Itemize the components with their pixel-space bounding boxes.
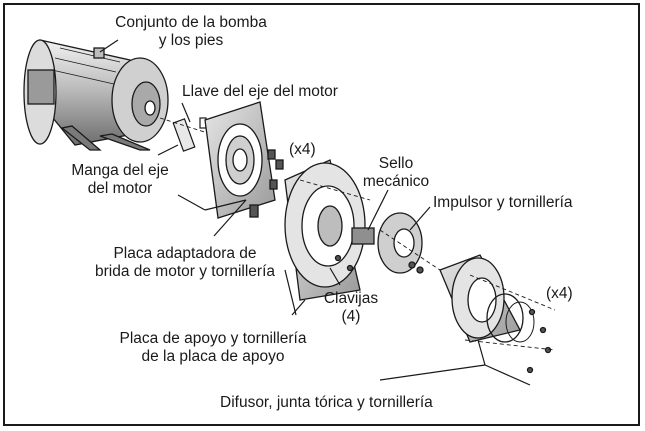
label-dowels-line2: (4)	[341, 308, 361, 325]
label-shaft-sleeve-line1: Manga del eje	[71, 162, 169, 179]
shaft-key-and-sleeve	[159, 117, 231, 152]
label-diffuser: Difusor, junta tórica y tornillería	[220, 394, 433, 411]
diffuser-illustration	[439, 254, 556, 374]
label-pump-feet-line1: Conjunto de la bomba	[115, 14, 267, 31]
label-dowels: Clavijas (4)	[316, 290, 386, 326]
label-backplate-line1: Placa de apoyo y tornillería	[119, 330, 307, 347]
label-dowels-line1: Clavijas	[323, 290, 379, 307]
label-pump-feet-line2: y los pies	[158, 32, 224, 49]
label-qty-top: (x4)	[289, 141, 316, 158]
label-mech-seal-line1: Sello	[378, 155, 414, 172]
label-qty-right: (x4)	[546, 285, 573, 302]
label-shaft-key: Llave del eje del motor	[182, 83, 338, 100]
label-adapter-plate: Placa adaptadora de brida de motor y tor…	[70, 245, 300, 281]
label-impeller: Impulsor y tornillería	[433, 194, 573, 211]
label-adapter-plate-line1: Placa adaptadora de	[113, 245, 257, 262]
adapter-plate-illustration	[204, 101, 284, 219]
label-backplate-line2: de la placa de apoyo	[141, 348, 285, 365]
motor-illustration	[23, 39, 169, 151]
leader-lines	[99, 39, 531, 386]
label-adapter-plate-line2: brida de motor y tornillería	[94, 263, 276, 280]
label-shaft-sleeve: Manga del eje del motor	[60, 162, 180, 198]
backplate-illustration	[284, 159, 371, 301]
label-mech-seal-line2: mecánico	[362, 173, 430, 190]
label-mech-seal: Sello mecánico	[356, 155, 436, 191]
label-shaft-sleeve-line2: del motor	[87, 180, 153, 197]
seal-and-impeller-illustration	[351, 212, 441, 274]
label-pump-feet: Conjunto de la bomba y los pies	[96, 14, 286, 50]
label-backplate: Placa de apoyo y tornillería de la placa…	[98, 330, 328, 366]
